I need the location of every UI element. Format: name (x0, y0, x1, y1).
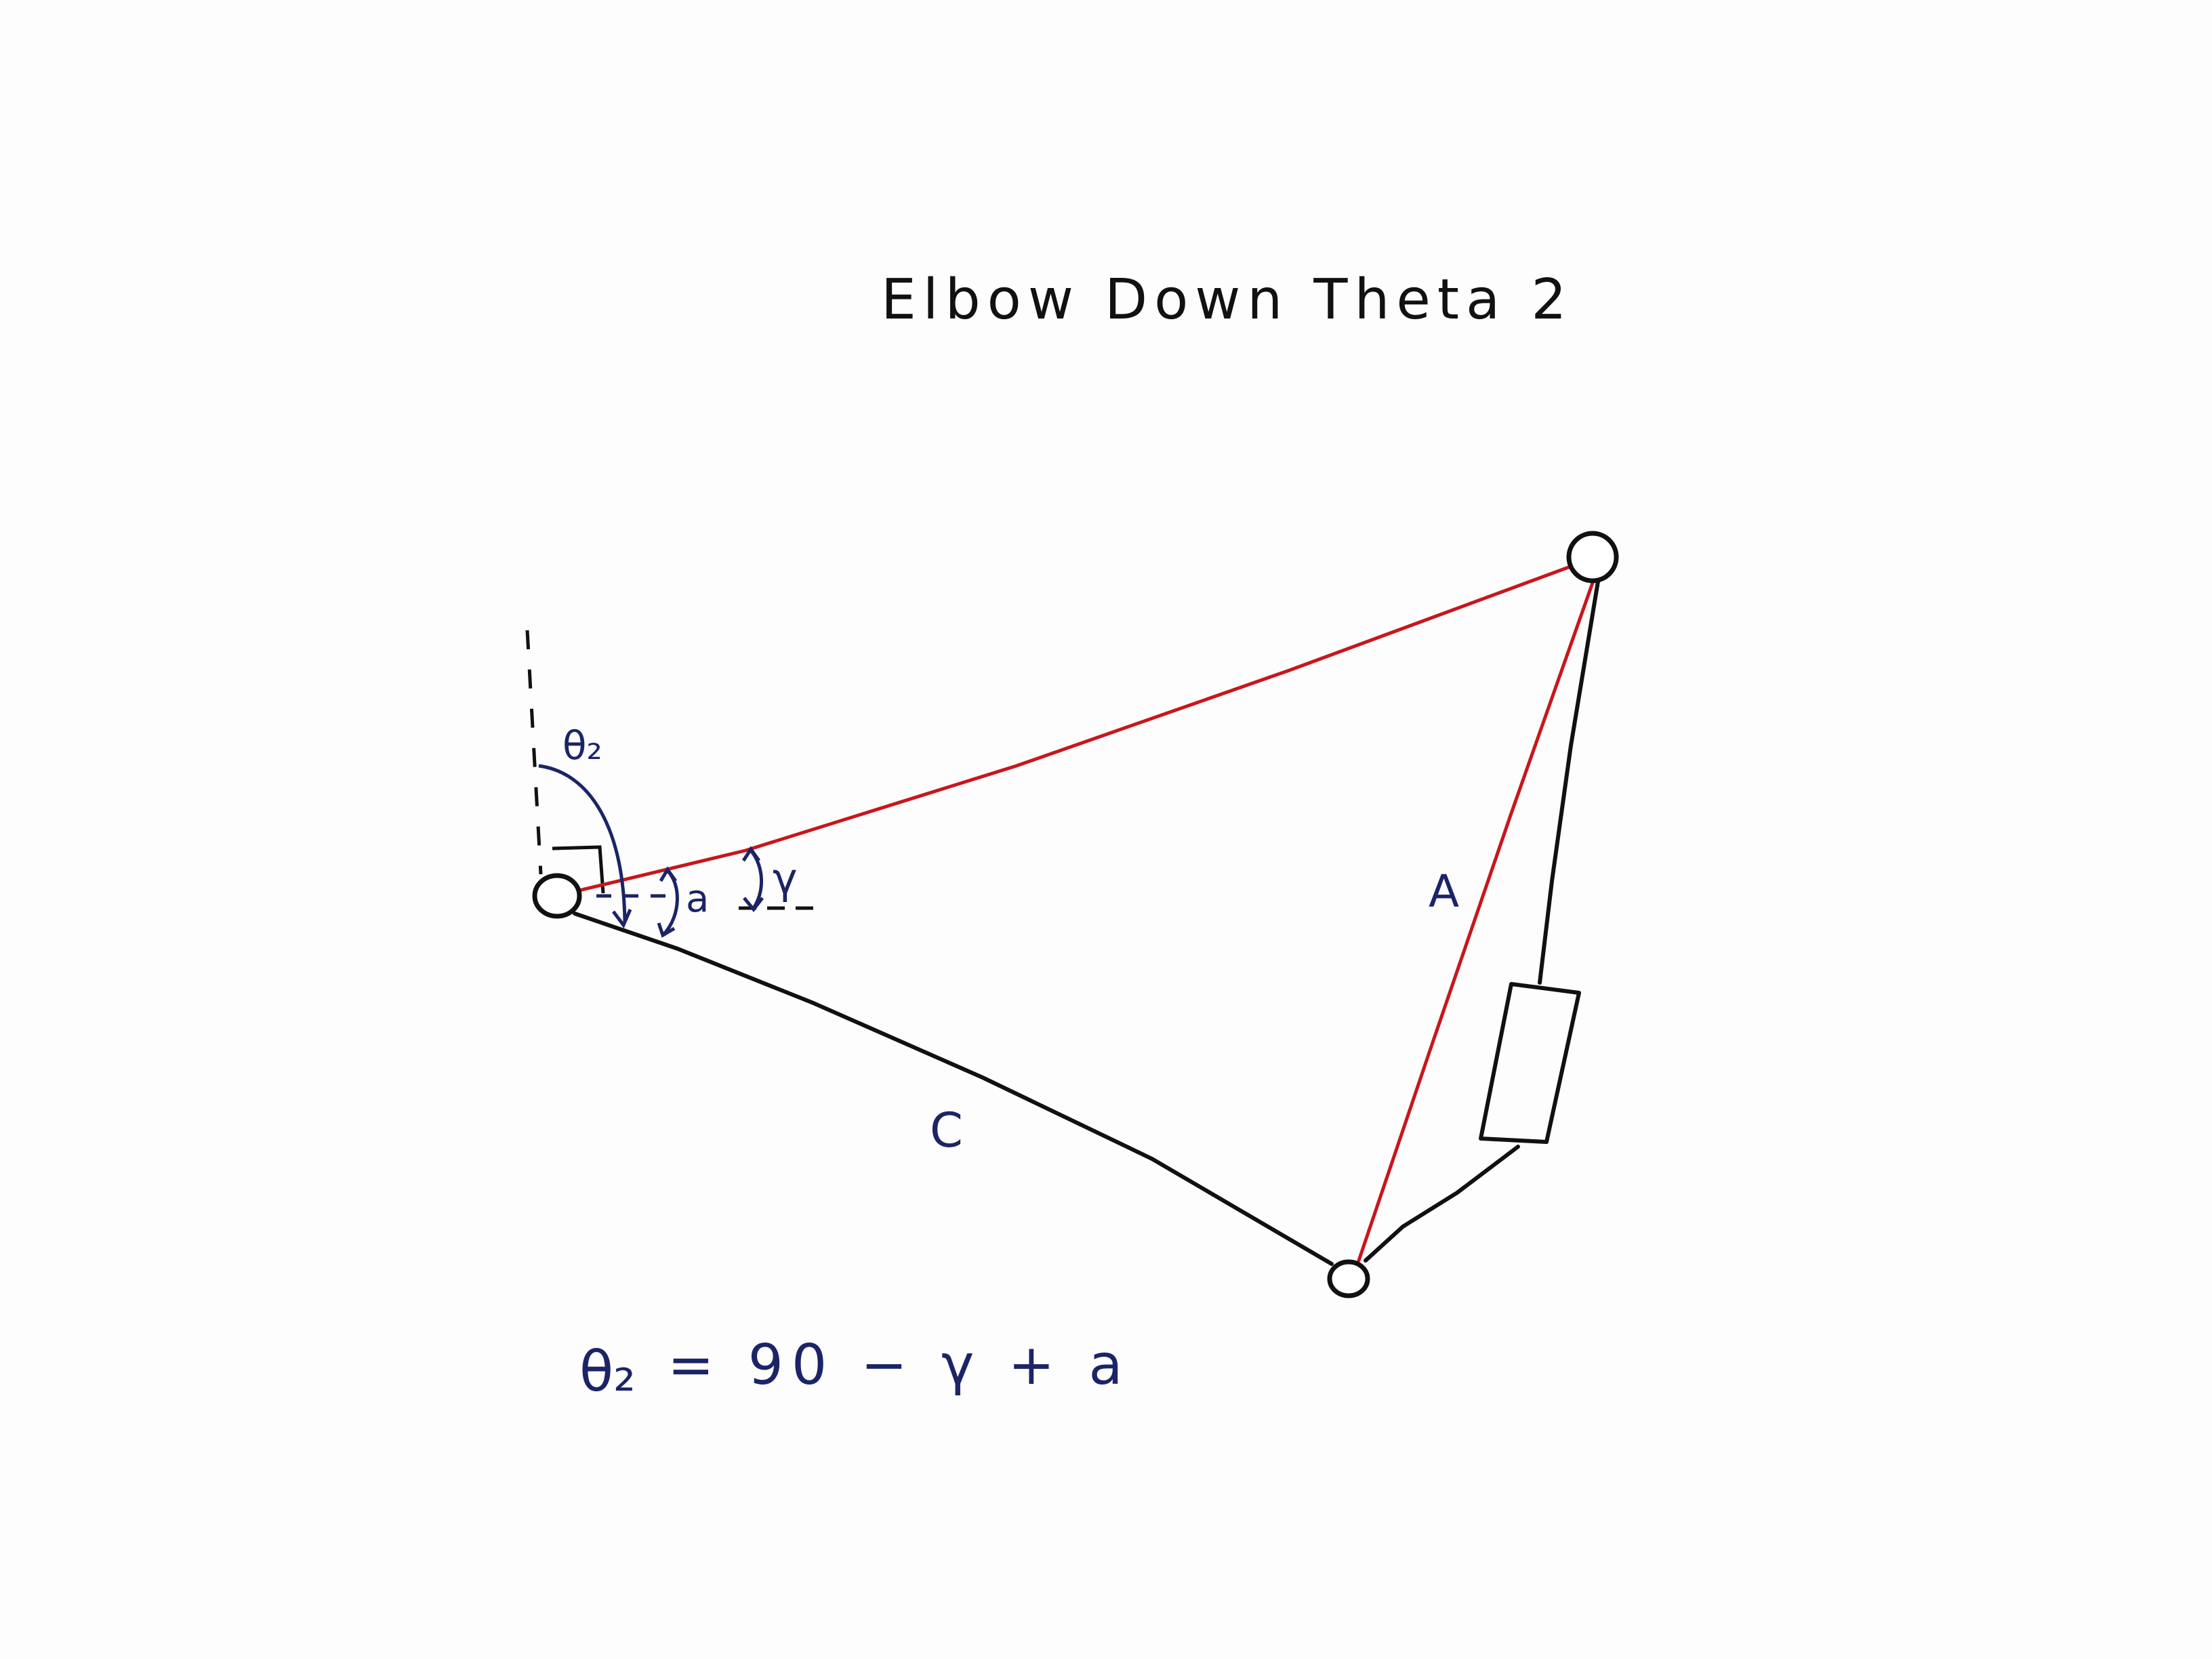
black-link-actuator-to-elbow (1364, 1145, 1520, 1263)
equation-rhs: = 90 − γ + a (668, 1333, 1131, 1397)
vertical-reference-dashed-line (525, 630, 543, 875)
alpha-arrow-bottom (657, 922, 676, 938)
side-c-label: C (930, 1103, 963, 1158)
alpha-arrow-top (659, 866, 678, 882)
black-link-top-to-actuator (1538, 579, 1600, 985)
red-line-side-a (1357, 581, 1595, 1263)
alpha-label: a (686, 877, 709, 921)
black-link-c (573, 912, 1334, 1266)
theta2-arrowhead (612, 909, 632, 928)
top-joint (1566, 531, 1619, 583)
gamma-arrow-top (741, 846, 761, 862)
elbow-joint (1327, 1259, 1370, 1298)
side-a-label: A (1429, 865, 1459, 918)
red-line-base-to-top-joint (574, 564, 1574, 893)
gamma-label: γ (773, 854, 798, 903)
base-joint (532, 873, 582, 919)
right-angle-marker (552, 845, 605, 894)
theta2-arc (538, 764, 627, 922)
diagram-title: Elbow Down Theta 2 (881, 268, 1574, 332)
actuator-rectangle (1479, 982, 1581, 1144)
gamma-arrow-bottom (743, 897, 764, 913)
equation-lhs: θ₂ (579, 1340, 636, 1404)
theta2-label: θ₂ (562, 722, 602, 769)
